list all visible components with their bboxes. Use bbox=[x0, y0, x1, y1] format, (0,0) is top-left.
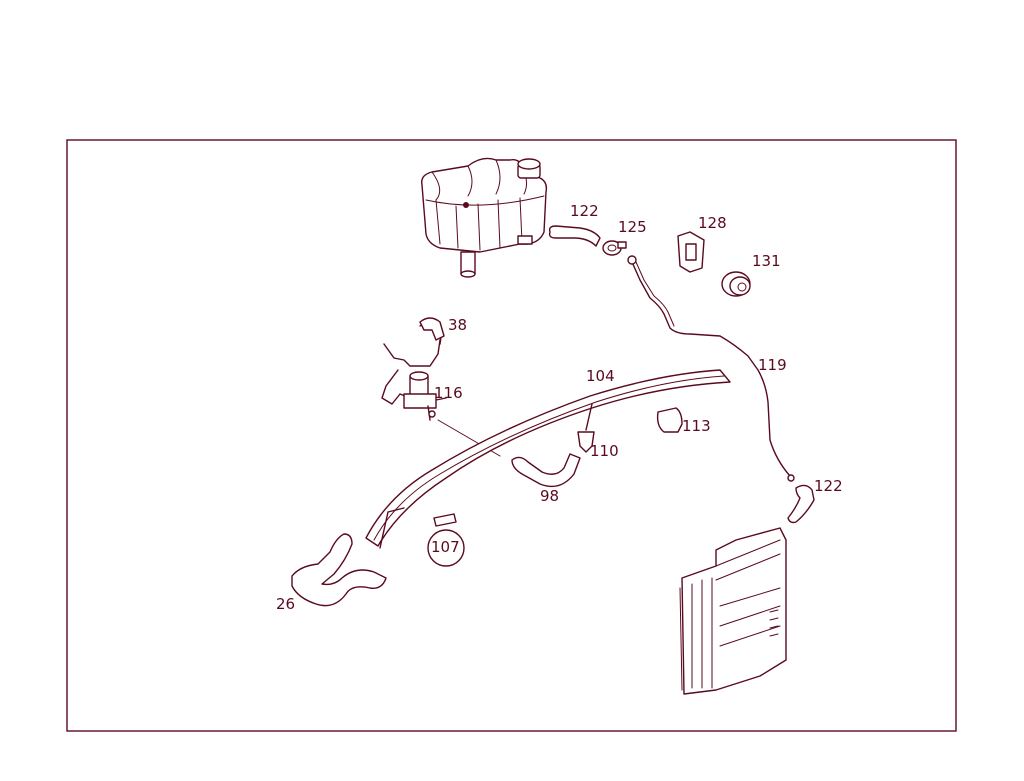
cap-107[interactable] bbox=[427, 513, 465, 567]
callout-98: 98 bbox=[540, 487, 559, 505]
callout-122-top: 122 bbox=[570, 202, 599, 220]
callout-38: 38 bbox=[448, 316, 467, 334]
hose-122-right[interactable] bbox=[787, 484, 815, 524]
callout-119: 119 bbox=[758, 356, 787, 374]
callout-113: 113 bbox=[682, 417, 711, 435]
grommet-131[interactable] bbox=[721, 271, 751, 297]
bracket-128[interactable] bbox=[677, 231, 705, 273]
radiator[interactable] bbox=[679, 527, 787, 695]
callout-131: 131 bbox=[752, 252, 781, 270]
callout-107: 107 bbox=[431, 538, 460, 556]
callout-122-right: 122 bbox=[814, 477, 843, 495]
hose-122-top[interactable] bbox=[548, 225, 601, 247]
clip-113[interactable] bbox=[656, 407, 683, 433]
callout-26: 26 bbox=[276, 595, 295, 613]
callout-125: 125 bbox=[618, 218, 647, 236]
hose-104[interactable] bbox=[365, 369, 731, 547]
diagram-frame bbox=[66, 139, 957, 732]
callout-128: 128 bbox=[698, 214, 727, 232]
callout-110: 110 bbox=[590, 442, 619, 460]
hose-98[interactable] bbox=[511, 453, 581, 488]
connector-110[interactable] bbox=[577, 403, 595, 453]
expansion-tank[interactable] bbox=[421, 157, 548, 278]
hose-26[interactable] bbox=[291, 533, 387, 607]
callout-116: 116 bbox=[434, 384, 463, 402]
pipe-119[interactable] bbox=[631, 261, 791, 477]
valve-assembly-116[interactable] bbox=[381, 317, 447, 421]
callout-104: 104 bbox=[586, 367, 615, 385]
clamp-125[interactable] bbox=[602, 240, 627, 256]
